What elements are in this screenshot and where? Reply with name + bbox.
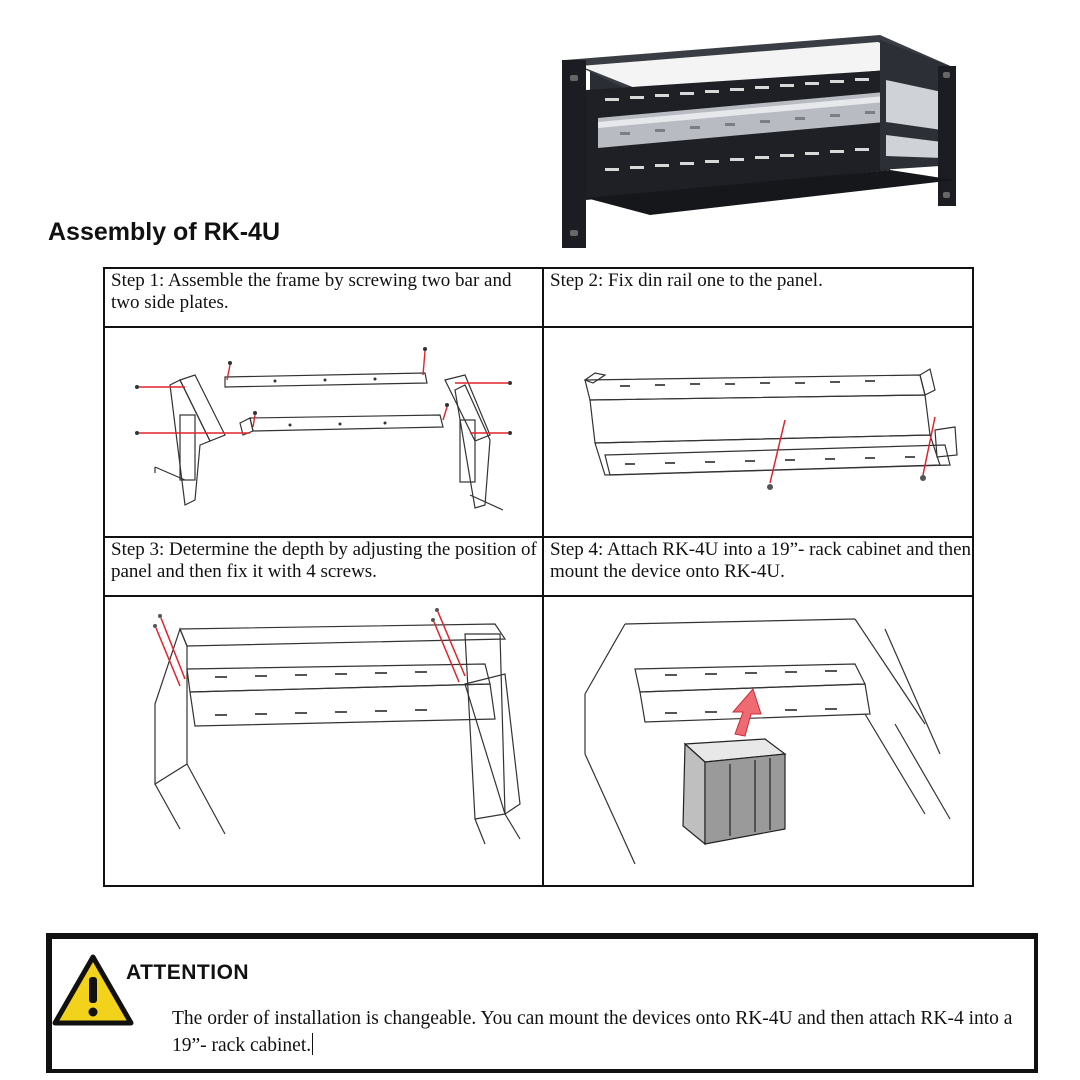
attention-body: The order of installation is changeable.… bbox=[172, 1008, 1013, 1056]
step-2-diagram bbox=[583, 368, 958, 490]
table-divider bbox=[105, 595, 972, 597]
text-cursor bbox=[312, 1033, 314, 1055]
step-3-diagram bbox=[153, 608, 521, 845]
step-4-caption: Step 4: Attach RK-4U into a 19”- rack ca… bbox=[550, 539, 972, 582]
step-1-caption: Step 1: Assemble the frame by screwing t… bbox=[111, 270, 512, 313]
table-divider bbox=[105, 536, 972, 538]
attention-heading: ATTENTION bbox=[126, 961, 250, 984]
attention-notice: ATTENTION The order of installation is c… bbox=[46, 933, 1038, 1073]
step-4-diagram bbox=[584, 618, 951, 865]
rk-4u-product-photo bbox=[562, 35, 956, 248]
step-1-diagram bbox=[135, 347, 512, 511]
step-3-caption: Step 3: Determine the depth by adjusting… bbox=[111, 539, 537, 582]
attention-text: The order of installation is changeable.… bbox=[172, 1005, 1032, 1059]
table-divider bbox=[105, 326, 972, 328]
warning-icon bbox=[52, 954, 134, 1026]
assembly-steps-table: Step 1: Assemble the frame by screwing t… bbox=[103, 267, 974, 887]
table-divider bbox=[542, 269, 544, 885]
step-2-caption: Step 2: Fix din rail one to the panel. bbox=[550, 270, 823, 291]
page-title: Assembly of RK-4U bbox=[48, 218, 280, 246]
